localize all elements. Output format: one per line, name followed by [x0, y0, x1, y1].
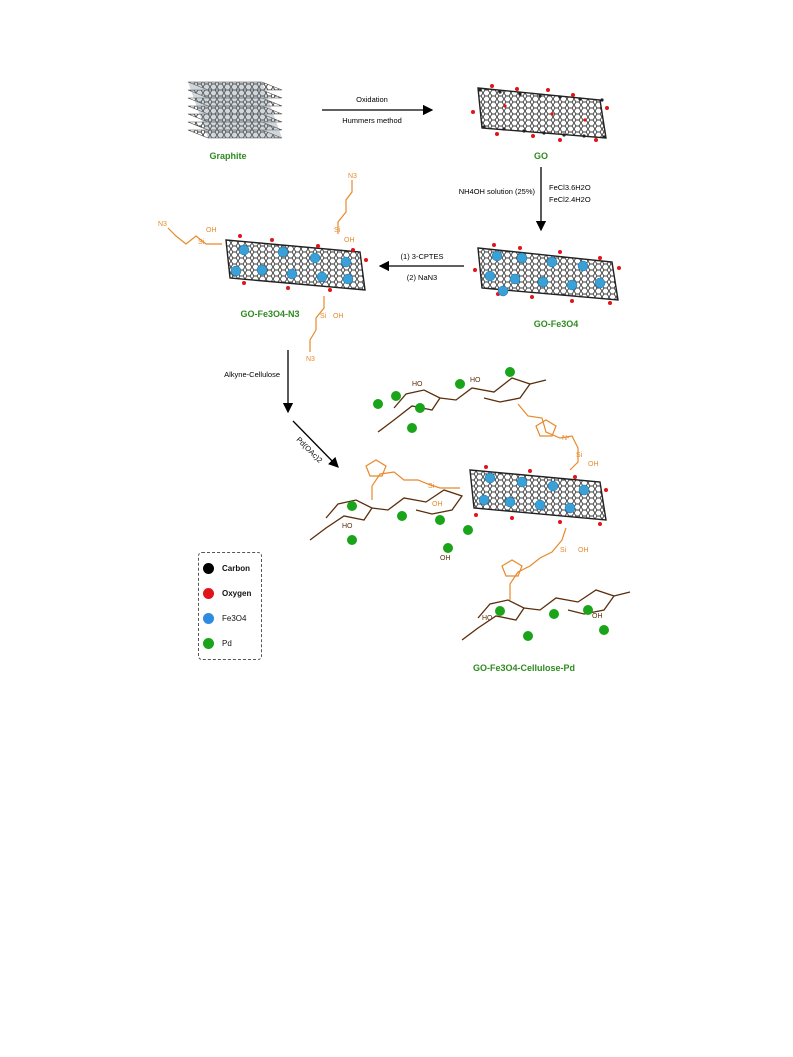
legend-item-fe3o4: Fe3O4	[199, 613, 246, 624]
triazole-linker-bottom	[501, 527, 567, 600]
legend-item-pd: Pd	[199, 638, 232, 649]
si-atom-top: Si	[334, 227, 341, 234]
step-oxidation-label: Oxidation	[356, 95, 388, 104]
graphite-illustration	[187, 81, 283, 139]
legend-label-fe3o4: Fe3O4	[222, 614, 247, 623]
legend-label-carbon: Carbon	[222, 564, 250, 573]
go-label: GO	[534, 151, 548, 161]
oh-group-final-left: OH	[432, 501, 443, 508]
n3-group-left: N3	[158, 221, 167, 228]
carbon-swatch	[203, 563, 214, 574]
step-nh4oh-label: NH4OH solution (25%)	[459, 187, 536, 196]
step-alkyne-cellulose-label: Alkyne-Cellulose	[224, 370, 280, 379]
si-atom-final-bottom: Si	[560, 547, 567, 554]
go-fe3o4-cellulose-pd-label: GO-Fe3O4-Cellulose-Pd	[473, 663, 575, 673]
step-fecl3-label: FeCl3.6H2O	[549, 183, 591, 192]
step-fecl2-label: FeCl2.4H2O	[549, 195, 591, 204]
arrow-pd-loading	[292, 420, 339, 468]
oh-group-final-bottom: OH	[578, 547, 589, 554]
cellulose-ho-label: HO	[412, 381, 423, 388]
cellulose-ho-label: HO	[482, 615, 493, 622]
cellulose-oh-label: OH	[440, 555, 451, 562]
pd-particles	[347, 367, 609, 641]
n3-group-top: N3	[348, 173, 357, 180]
final-go-sheet	[469, 465, 608, 526]
n3-group-bottom: N3	[306, 356, 315, 363]
cellulose-chain-left	[309, 489, 464, 541]
cellulose-chain-top	[377, 377, 547, 433]
triazole-linker-left	[365, 459, 460, 500]
oh-group-top: OH	[344, 237, 355, 244]
fe3o4-swatch	[203, 613, 214, 624]
legend-label-pd: Pd	[222, 639, 232, 648]
azide-linker-chains	[167, 180, 353, 352]
oh-group-bottom: OH	[333, 313, 344, 320]
step-nan3-label: (2) NaN3	[407, 273, 437, 282]
go-fe3o4-sheet	[473, 243, 621, 305]
step-pd-label: Pd(OAc)2	[295, 435, 325, 465]
cellulose-ho-label: HO	[342, 523, 353, 530]
go-fe3o4-label: GO-Fe3O4	[534, 319, 579, 329]
legend-label-oxygen: Oxygen	[222, 589, 252, 598]
triazole-linker-top	[517, 403, 579, 471]
triazole-n-top: N-	[562, 435, 570, 442]
oh-group-final-top: OH	[588, 461, 599, 468]
graphite-label: Graphite	[209, 151, 246, 161]
oh-group-left: OH	[206, 227, 217, 234]
go-fe3o4-n3-label: GO-Fe3O4-N3	[240, 309, 299, 319]
go-sheet	[471, 84, 609, 142]
si-atom-left: Si	[198, 239, 205, 246]
pd-swatch	[203, 638, 214, 649]
step-cptes-label: (1) 3-CPTES	[401, 252, 444, 261]
cellulose-ho-label: HO	[470, 377, 481, 384]
si-atom-final-top: Si	[576, 452, 583, 459]
step-hummers-label: Hummers method	[342, 116, 402, 125]
legend-item-carbon: Carbon	[199, 563, 250, 574]
legend: Carbon Oxygen Fe3O4 Pd	[198, 552, 262, 660]
si-atom-final-left: Si	[428, 483, 435, 490]
oxygen-swatch	[203, 588, 214, 599]
cellulose-oh-label: OH	[592, 613, 603, 620]
legend-item-oxygen: Oxygen	[199, 588, 251, 599]
si-atom-bottom: Si	[320, 313, 327, 320]
go-fe3o4-n3-sheet	[225, 234, 368, 292]
